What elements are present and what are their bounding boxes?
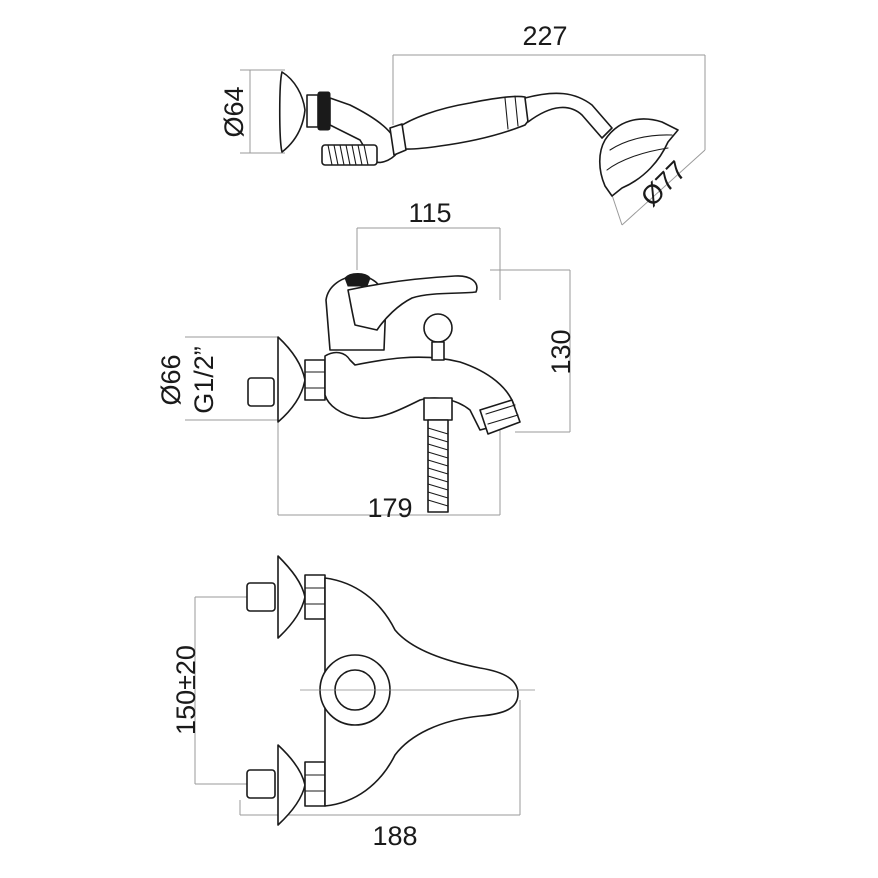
- dim-shower-length: 227: [522, 21, 567, 51]
- dim-lines-side: [185, 227, 571, 516]
- top-view: [194, 555, 535, 826]
- dim-body-depth: 179: [367, 493, 412, 523]
- shower-neck: [524, 92, 613, 139]
- shower-head: [598, 118, 679, 197]
- nut-lower: [304, 761, 326, 807]
- dim-head-small: Ø64: [219, 86, 249, 137]
- flange-lower: [277, 744, 306, 826]
- dim-spout-reach: 115: [408, 198, 451, 228]
- nut-upper: [304, 574, 326, 620]
- hose-nut: [423, 397, 453, 421]
- hose-coil: [321, 144, 378, 166]
- side-view: [185, 227, 571, 516]
- dim-lines-shower: [240, 54, 706, 226]
- spout-aerator: [479, 399, 521, 435]
- dim-thread: G1/2”: [189, 346, 219, 414]
- dim-height: 130: [546, 329, 576, 374]
- mixer-body-top: [324, 577, 519, 807]
- dim-overall-width: 188: [372, 821, 417, 851]
- wall-flange: [277, 336, 306, 423]
- holder-nut: [317, 91, 331, 131]
- shower-handle: [394, 95, 532, 150]
- connector-upper: [246, 582, 276, 612]
- connector-lower: [246, 769, 276, 799]
- dim-center-distance: 150±20: [171, 645, 201, 735]
- hand-shower-view: [240, 54, 706, 226]
- diverter-knob: [423, 313, 453, 343]
- holder-bell: [278, 71, 306, 153]
- hose-connection: [427, 419, 449, 513]
- lever-handle: [347, 275, 478, 331]
- wall-connector: [247, 377, 275, 407]
- dim-flange: Ø66: [156, 354, 186, 405]
- hex-nut-side: [304, 359, 326, 401]
- flange-upper: [277, 555, 306, 639]
